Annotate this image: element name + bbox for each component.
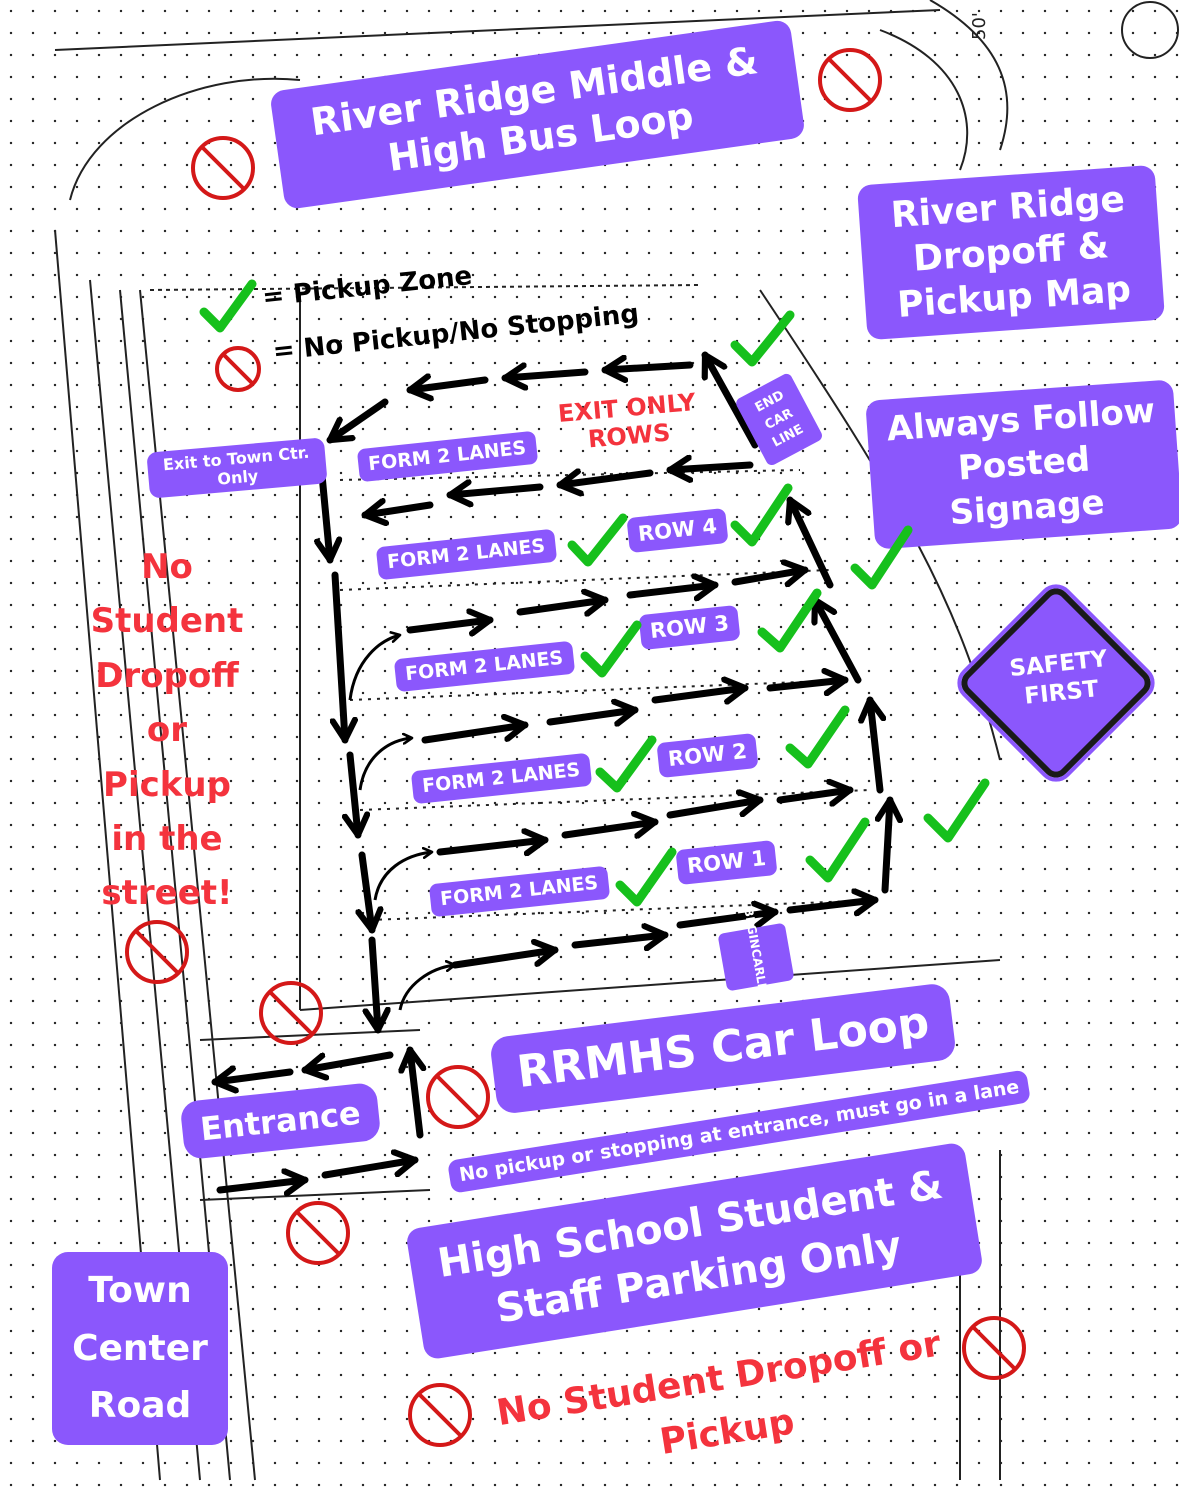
arrow	[501, 372, 589, 378]
town-center-road-label: Town Center Road	[52, 1252, 228, 1445]
no-street-dropoff-warning: No Student Dropoff or Pickup in the stre…	[90, 547, 244, 914]
green-check-icon	[580, 620, 642, 678]
green-check-icon	[850, 525, 913, 590]
arrow	[301, 1051, 394, 1070]
arrow	[451, 950, 559, 969]
arrow	[556, 473, 654, 485]
arrow	[406, 620, 494, 630]
green-check-icon	[757, 588, 822, 653]
green-check-icon	[923, 778, 990, 843]
arrow	[372, 936, 378, 1034]
arrow	[561, 822, 659, 835]
arrow	[436, 840, 549, 852]
prohibited-circle-icon	[818, 48, 882, 112]
green-check-icon	[730, 310, 795, 367]
curved-arrow	[398, 965, 455, 1011]
curved-arrow	[373, 852, 432, 901]
arrow	[676, 912, 779, 925]
arrow	[701, 351, 759, 449]
arrow	[626, 585, 719, 595]
arrow	[361, 505, 434, 515]
prohibited-circle-icon	[215, 346, 261, 392]
arrow	[326, 398, 389, 444]
arrow	[786, 900, 879, 910]
arrow	[776, 790, 854, 800]
arrow	[322, 471, 330, 564]
arrow	[216, 1180, 309, 1190]
prohibited-circle-icon	[426, 1065, 490, 1129]
svg-text:50': 50'	[969, 12, 990, 40]
arrow	[350, 751, 358, 839]
arrow	[666, 465, 754, 470]
green-check-icon	[805, 817, 870, 883]
arrow	[321, 1160, 419, 1179]
green-check-icon	[567, 513, 628, 567]
arrow	[651, 688, 749, 700]
green-check-icon	[615, 847, 677, 907]
arrow	[410, 1046, 420, 1139]
prohibited-circle-icon	[191, 136, 255, 200]
prohibited-circle-icon	[962, 1316, 1026, 1380]
arrow	[406, 380, 489, 390]
arrow	[666, 800, 764, 819]
green-check-icon	[199, 279, 257, 333]
prohibited-circle-icon	[408, 1383, 472, 1447]
green-check-icon	[785, 705, 850, 769]
prohibited-circle-icon	[286, 1201, 350, 1265]
green-check-icon	[730, 483, 793, 547]
prohibited-circle-icon	[125, 920, 189, 984]
arrow	[790, 496, 834, 589]
arrow	[211, 1072, 294, 1082]
arrow	[731, 570, 809, 582]
arrow	[601, 365, 694, 370]
arrow	[766, 680, 849, 688]
arrow	[446, 487, 544, 495]
arrow	[815, 596, 862, 684]
arrow	[885, 796, 890, 894]
arrow	[516, 600, 609, 612]
arrow	[421, 725, 529, 744]
green-check-icon	[595, 735, 657, 793]
curved-arrow	[358, 738, 412, 791]
arrow	[870, 696, 880, 794]
arrow	[335, 571, 345, 744]
prohibited-circle-icon	[259, 981, 323, 1045]
arrow	[571, 935, 669, 945]
arrow	[362, 851, 372, 934]
curved-arrow	[348, 635, 400, 701]
arrow	[546, 710, 639, 722]
